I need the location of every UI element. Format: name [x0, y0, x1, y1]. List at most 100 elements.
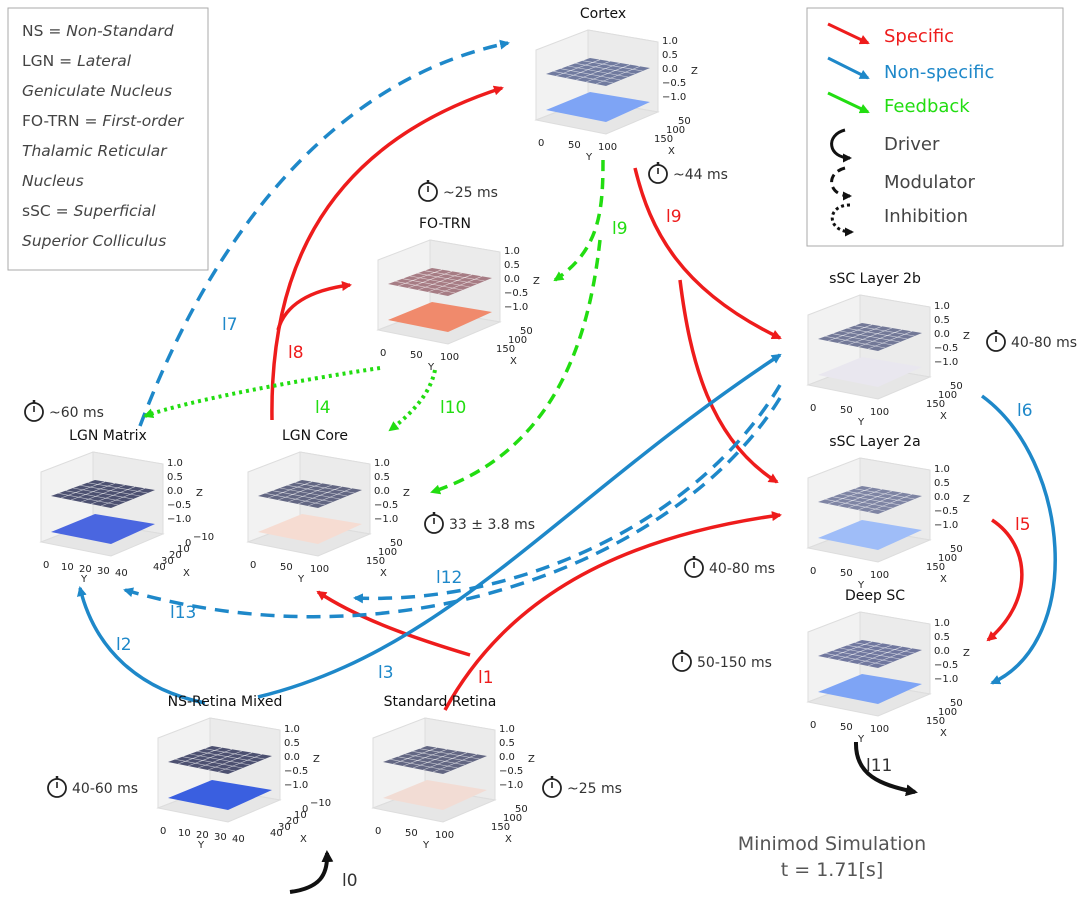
- svg-text:FO-TRN = First-order: FO-TRN = First-order: [22, 112, 185, 130]
- timer-label: ~25 ms: [567, 781, 622, 797]
- edge-label-l11: l11: [866, 756, 892, 776]
- y-tick: 50: [410, 350, 423, 361]
- z-axis-label: Z: [533, 276, 540, 287]
- base-plane: [818, 357, 922, 387]
- timer-label: 40-80 ms: [709, 561, 775, 577]
- svg-text:LGN = Lateral: LGN = Lateral: [22, 52, 132, 70]
- base-plane: [383, 780, 487, 810]
- edge-label-l9: l9: [666, 207, 682, 227]
- z-tick: 0.5: [499, 738, 515, 749]
- edge-l9-core: [430, 239, 602, 495]
- x-tick: 50: [515, 804, 528, 815]
- glossary-full: Geniculate Nucleus: [22, 82, 172, 100]
- x-axis-label: X: [510, 356, 517, 367]
- edge-l9-ssc2b: [633, 167, 782, 340]
- z-axis-label: Z: [528, 754, 535, 765]
- y-axis-label: Y: [427, 362, 435, 373]
- base-plane: [818, 674, 922, 704]
- timer-deep-sc: 50-150 ms: [672, 650, 772, 672]
- x-tick: 100: [666, 125, 685, 136]
- z-tick: 0.0: [934, 329, 950, 340]
- edge-l4: [143, 366, 381, 419]
- z-tick: 1.0: [934, 301, 950, 312]
- timer-ssc2a: 40-80 ms: [684, 556, 775, 578]
- simulation-title: Minimod Simulation: [738, 833, 926, 855]
- surface-plane: [258, 480, 362, 508]
- base-plane: [388, 302, 492, 332]
- y-axis-label: Y: [422, 840, 430, 851]
- x-tick: 150: [926, 562, 945, 573]
- svg-text:Nucleus: Nucleus: [22, 172, 84, 190]
- solid-curve-icon: [830, 128, 852, 163]
- timer-label: 33 ± 3.8 ms: [449, 517, 535, 533]
- y-tick: 50: [405, 828, 418, 839]
- x-tick: 100: [938, 553, 957, 564]
- legend-label-inhibition: Inhibition: [884, 206, 968, 227]
- z-tick: 1.0: [934, 618, 950, 629]
- edge-label-l8: l8: [288, 343, 304, 363]
- z-tick: 0.5: [504, 260, 520, 271]
- node-title: LGN Matrix: [69, 428, 147, 444]
- svg-text:Thalamic Reticular: Thalamic Reticular: [22, 142, 168, 160]
- edge-l1-core: [316, 590, 471, 657]
- dashed-curve-icon: [830, 166, 852, 201]
- x-axis-label: X: [940, 411, 947, 422]
- stopwatch-icon: [648, 162, 668, 184]
- z-tick: −0.5: [934, 343, 958, 354]
- red-arrow-icon: [827, 22, 870, 45]
- stopwatch-icon: [684, 556, 704, 578]
- timer-fotrn: ~25 ms: [418, 180, 498, 202]
- timer-label: ~44 ms: [673, 167, 728, 183]
- z-tick: −0.5: [934, 506, 958, 517]
- z-tick: −0.5: [374, 500, 398, 511]
- x-tick: 10: [294, 810, 307, 821]
- y-tick: 0: [43, 560, 49, 571]
- edge-labels: l0 l1 l2 l3 l4 l5 l6 l7 l8 l9 l9 l10 l11…: [116, 207, 1033, 891]
- surface-plane: [818, 640, 922, 668]
- glossary-full: Superior Colliculus: [22, 232, 166, 250]
- simulation-caption: Minimod Simulation t = 1.71[s]: [738, 833, 926, 881]
- y-tick: 0: [538, 138, 544, 149]
- glossary-full: Non-Standard: [66, 22, 173, 40]
- z-tick: 0.5: [284, 738, 300, 749]
- glossary-full: Thalamic Reticular: [22, 142, 168, 160]
- y-tick: 10: [178, 828, 191, 839]
- y-tick: 100: [870, 407, 889, 418]
- x-tick: 30: [278, 822, 291, 833]
- z-tick: 0.0: [374, 486, 390, 497]
- x-tick: 100: [938, 390, 957, 401]
- z-tick: 0.0: [284, 752, 300, 763]
- green-arrow-icon: [827, 91, 870, 114]
- x-axis-label: X: [668, 146, 675, 157]
- glossary-abbr: FO-TRN =: [22, 112, 102, 130]
- blue-arrow-icon: [827, 56, 870, 80]
- edge-l9-ssc2a: [678, 279, 779, 484]
- z-tick: −1.0: [499, 780, 523, 791]
- surface-plane: [168, 746, 272, 774]
- edge-label-l5: l5: [1015, 515, 1031, 535]
- timer-label: 50-150 ms: [697, 655, 772, 671]
- surface-plane: [51, 480, 155, 508]
- base-plane: [51, 514, 155, 544]
- timer-label: 40-60 ms: [72, 781, 138, 797]
- node-title: NS-Retina Mixed: [168, 694, 283, 710]
- z-tick: −1.0: [934, 674, 958, 685]
- edge-l8: [270, 85, 504, 421]
- y-tick: 0: [810, 403, 816, 414]
- glossary-abbr: NS =: [22, 22, 66, 40]
- y-tick: 20: [79, 564, 92, 575]
- timer-lgn-matrix: ~60 ms: [24, 400, 104, 422]
- z-tick: −1.0: [662, 92, 686, 103]
- y-axis-label: Y: [197, 840, 205, 851]
- timer-std-retina: ~25 ms: [542, 776, 622, 798]
- z-tick: −0.5: [499, 766, 523, 777]
- z-tick: 1.0: [499, 724, 515, 735]
- z-tick: 0.0: [167, 486, 183, 497]
- z-tick: 1.0: [934, 464, 950, 475]
- x-tick: 50: [950, 544, 963, 555]
